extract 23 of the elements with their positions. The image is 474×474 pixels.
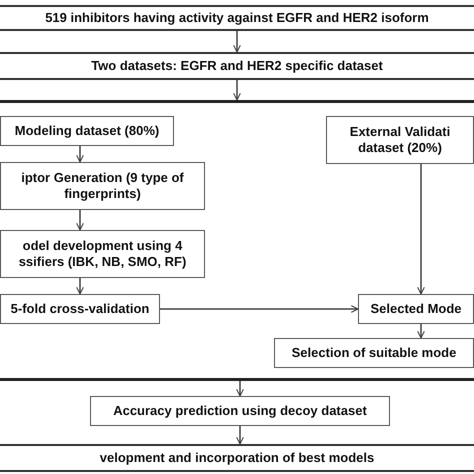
arrow bbox=[236, 426, 244, 445]
process-box: iptor Generation (9 type of fingerprints) bbox=[0, 162, 205, 210]
arrow bbox=[160, 304, 359, 314]
process-box: Selected Mode bbox=[358, 294, 474, 324]
arrow bbox=[76, 278, 84, 295]
process-band: 519 inhibitors having activity against EGFR and HER2 isoform bbox=[0, 5, 474, 31]
arrow bbox=[416, 324, 426, 339]
arrow bbox=[76, 210, 84, 231]
process-box: Modeling dataset (80%) bbox=[0, 116, 174, 146]
process-box: 5-fold cross-validation bbox=[0, 294, 160, 324]
divider-bar bbox=[0, 100, 474, 103]
arrow bbox=[232, 80, 242, 101]
process-band: velopment and incorporation of best models bbox=[0, 444, 474, 472]
arrow bbox=[236, 381, 244, 397]
process-box: External Validati dataset (20%) bbox=[326, 116, 474, 164]
arrow bbox=[76, 146, 84, 163]
process-box: odel development using 4 ssifiers (IBK, NB, SMO, RF) bbox=[0, 230, 205, 278]
process-box: Accuracy prediction using decoy dataset bbox=[90, 396, 390, 426]
process-box: Selection of suitable mode bbox=[274, 338, 474, 368]
divider-bar bbox=[0, 378, 474, 381]
arrow bbox=[416, 164, 426, 295]
arrow bbox=[232, 31, 242, 53]
process-band: Two datasets: EGFR and HER2 specific dataset bbox=[0, 52, 474, 80]
